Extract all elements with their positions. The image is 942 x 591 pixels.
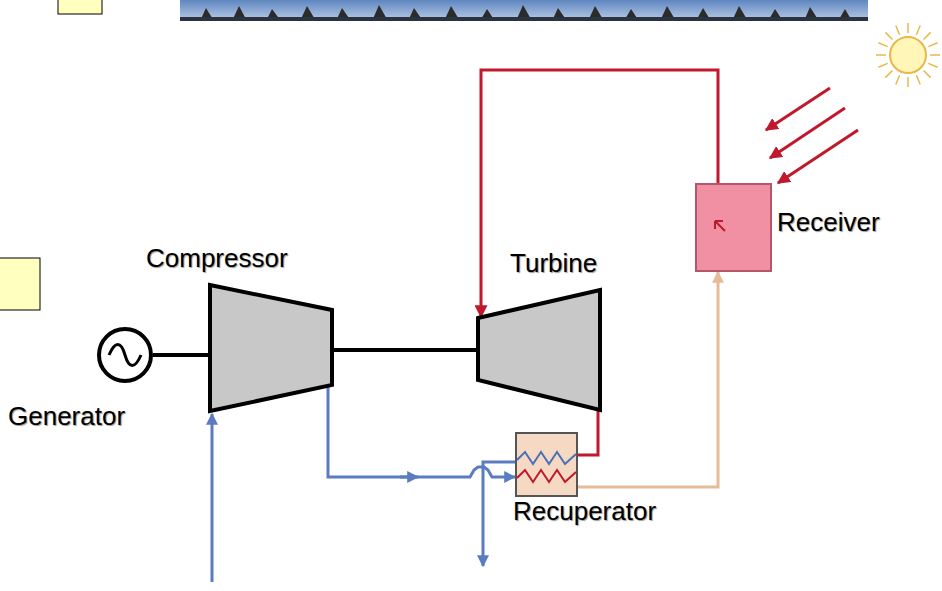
component-label: Recuperator [513, 496, 656, 526]
component-label: Turbine [510, 248, 597, 278]
component-label: Generator [8, 401, 125, 431]
component-label: Compressor [146, 243, 288, 273]
solar-rays [766, 88, 858, 183]
component-label: Receiver [777, 207, 880, 237]
recuperator-box-outline [515, 432, 578, 497]
compressor-symbol-outline [210, 285, 332, 411]
shaft-line [153, 353, 210, 357]
inlet-flow [211, 414, 214, 582]
hot-air-flow [481, 70, 718, 317]
compressed-air-flow [328, 383, 515, 477]
generator-symbol-outline [97, 327, 153, 383]
cropped-note-box [58, 0, 102, 14]
recuperator-box: Recuperator [515, 432, 578, 497]
sun-symbol [876, 23, 940, 87]
receiver-box: Receiver [695, 183, 772, 272]
heliostat-photo [180, 0, 868, 21]
turbine-symbol: Turbine [478, 290, 600, 410]
turbine-symbol-outline [478, 290, 600, 410]
cropped-note-box [0, 258, 40, 310]
generator-symbol: Generator [97, 327, 153, 383]
compressor-symbol: Compressor [210, 285, 332, 411]
shaft-line [332, 348, 478, 352]
receiver-box-outline [695, 183, 772, 272]
turbine-exhaust-flow [578, 410, 598, 455]
